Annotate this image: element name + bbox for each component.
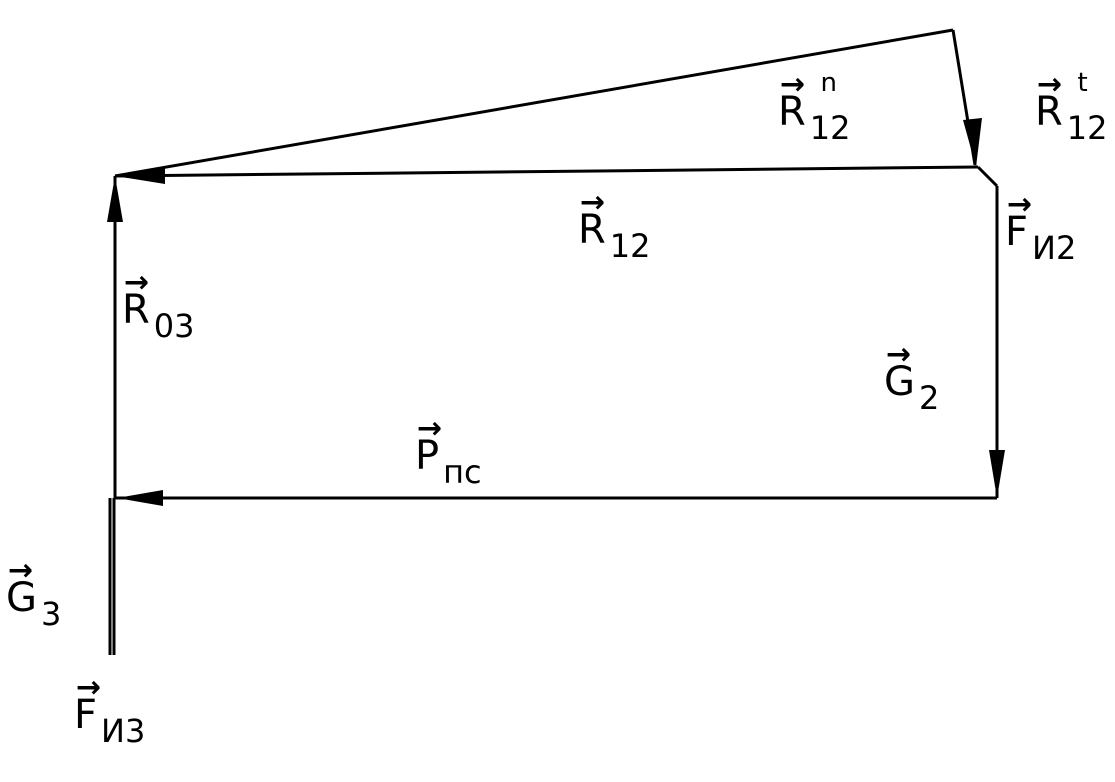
- vector-fi2-line: [976, 165, 999, 188]
- arrowhead-ppc: [117, 490, 163, 506]
- arrowhead-r12t: [963, 118, 982, 167]
- vector-r12n-line: [114, 28, 954, 178]
- arrowhead-r03: [107, 176, 123, 222]
- vector-r12-line: [114, 165, 979, 178]
- arrowhead-g2: [989, 450, 1005, 498]
- arrowhead-r12: [115, 167, 165, 184]
